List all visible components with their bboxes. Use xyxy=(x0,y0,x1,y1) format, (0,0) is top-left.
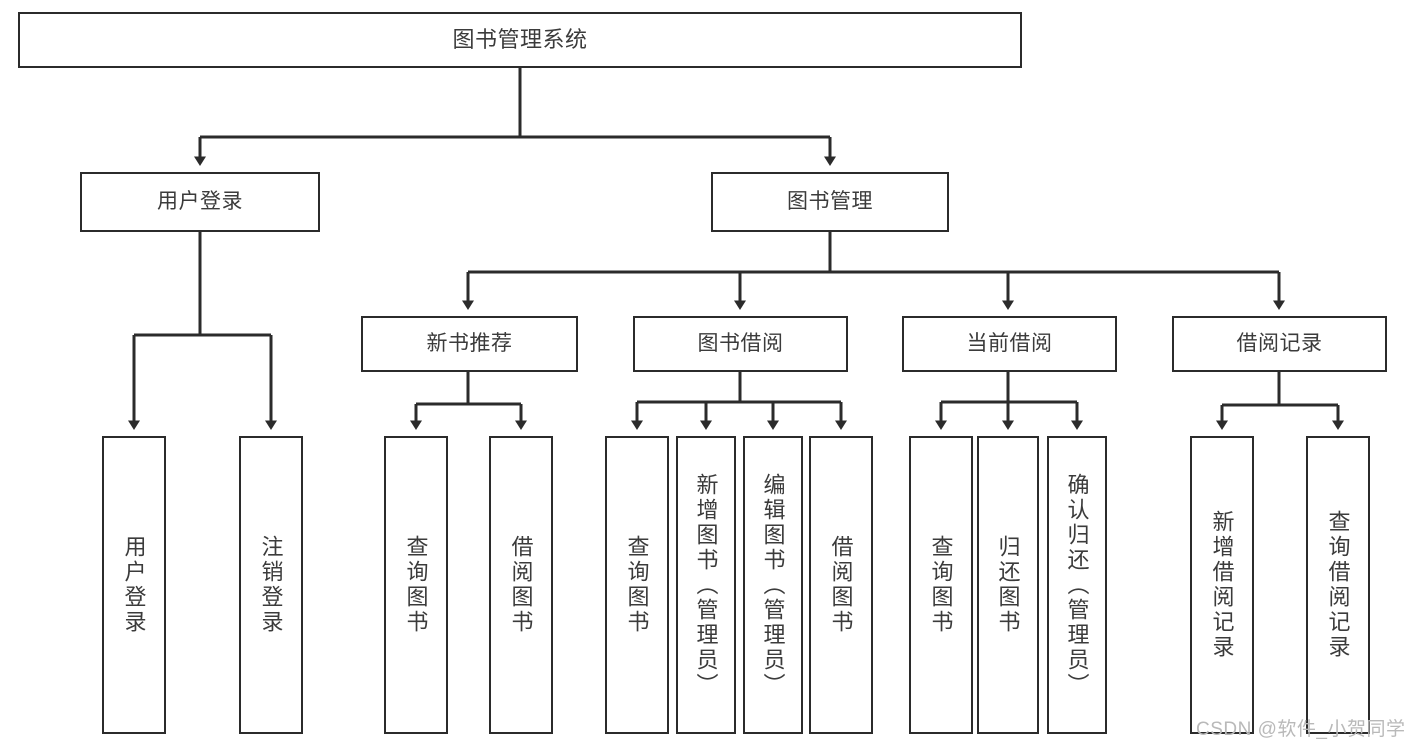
leaf-current-borrow-return-book[interactable]: 归还图书 xyxy=(977,436,1039,734)
node-label: 查询借阅记录 xyxy=(1325,510,1351,660)
node-label: 新增借阅记录 xyxy=(1209,510,1235,660)
node-book-management[interactable]: 图书管理 xyxy=(711,172,949,232)
leaf-borrow-record-query-record[interactable]: 查询借阅记录 xyxy=(1306,436,1370,734)
leaf-user-login-logout[interactable]: 注销登录 xyxy=(239,436,303,734)
leaf-current-borrow-query-book[interactable]: 查询图书 xyxy=(909,436,973,734)
leaf-current-borrow-confirm-return-admin[interactable]: 确认归还（管理员） xyxy=(1047,436,1107,734)
leaf-book-borrow-add-book-admin[interactable]: 新增图书（管理员） xyxy=(676,436,736,734)
node-label: 查询图书 xyxy=(624,535,650,635)
node-label: 当前借阅 xyxy=(966,331,1053,355)
node-label: 用户登录 xyxy=(121,535,147,635)
leaf-book-borrow-edit-book-admin[interactable]: 编辑图书（管理员） xyxy=(743,436,803,734)
node-label: 编辑图书（管理员） xyxy=(760,472,786,698)
node-label: 图书管理系统 xyxy=(452,27,588,53)
node-user-login[interactable]: 用户登录 xyxy=(80,172,320,232)
node-label: 借阅图书 xyxy=(508,535,534,635)
leaf-new-book-query-book[interactable]: 查询图书 xyxy=(384,436,448,734)
leaf-user-login-login[interactable]: 用户登录 xyxy=(102,436,166,734)
node-label: 借阅记录 xyxy=(1236,331,1323,355)
leaf-book-borrow-query-book[interactable]: 查询图书 xyxy=(605,436,669,734)
node-label: 查询图书 xyxy=(403,535,429,635)
leaf-new-book-borrow-book[interactable]: 借阅图书 xyxy=(489,436,553,734)
leaf-book-borrow-borrow-book[interactable]: 借阅图书 xyxy=(809,436,873,734)
leaf-borrow-record-add-record[interactable]: 新增借阅记录 xyxy=(1190,436,1254,734)
csdn-watermark: CSDN @软件_小贺同学 xyxy=(1196,719,1405,740)
node-label: 注销登录 xyxy=(258,535,284,635)
node-label: 图书借阅 xyxy=(697,331,784,355)
node-label: 归还图书 xyxy=(995,535,1021,635)
node-root-book-management-system[interactable]: 图书管理系统 xyxy=(18,12,1022,68)
node-label: 新书推荐 xyxy=(426,331,513,355)
node-label: 查询图书 xyxy=(928,535,954,635)
node-label: 新增图书（管理员） xyxy=(693,472,719,698)
node-new-book-recommend[interactable]: 新书推荐 xyxy=(361,316,578,372)
node-book-borrow[interactable]: 图书借阅 xyxy=(633,316,848,372)
node-label: 图书管理 xyxy=(787,189,873,213)
node-borrow-record[interactable]: 借阅记录 xyxy=(1172,316,1387,372)
node-label: 借阅图书 xyxy=(828,535,854,635)
node-label: 确认归还（管理员） xyxy=(1064,472,1090,698)
node-label: 用户登录 xyxy=(157,189,243,213)
node-current-borrow[interactable]: 当前借阅 xyxy=(902,316,1117,372)
